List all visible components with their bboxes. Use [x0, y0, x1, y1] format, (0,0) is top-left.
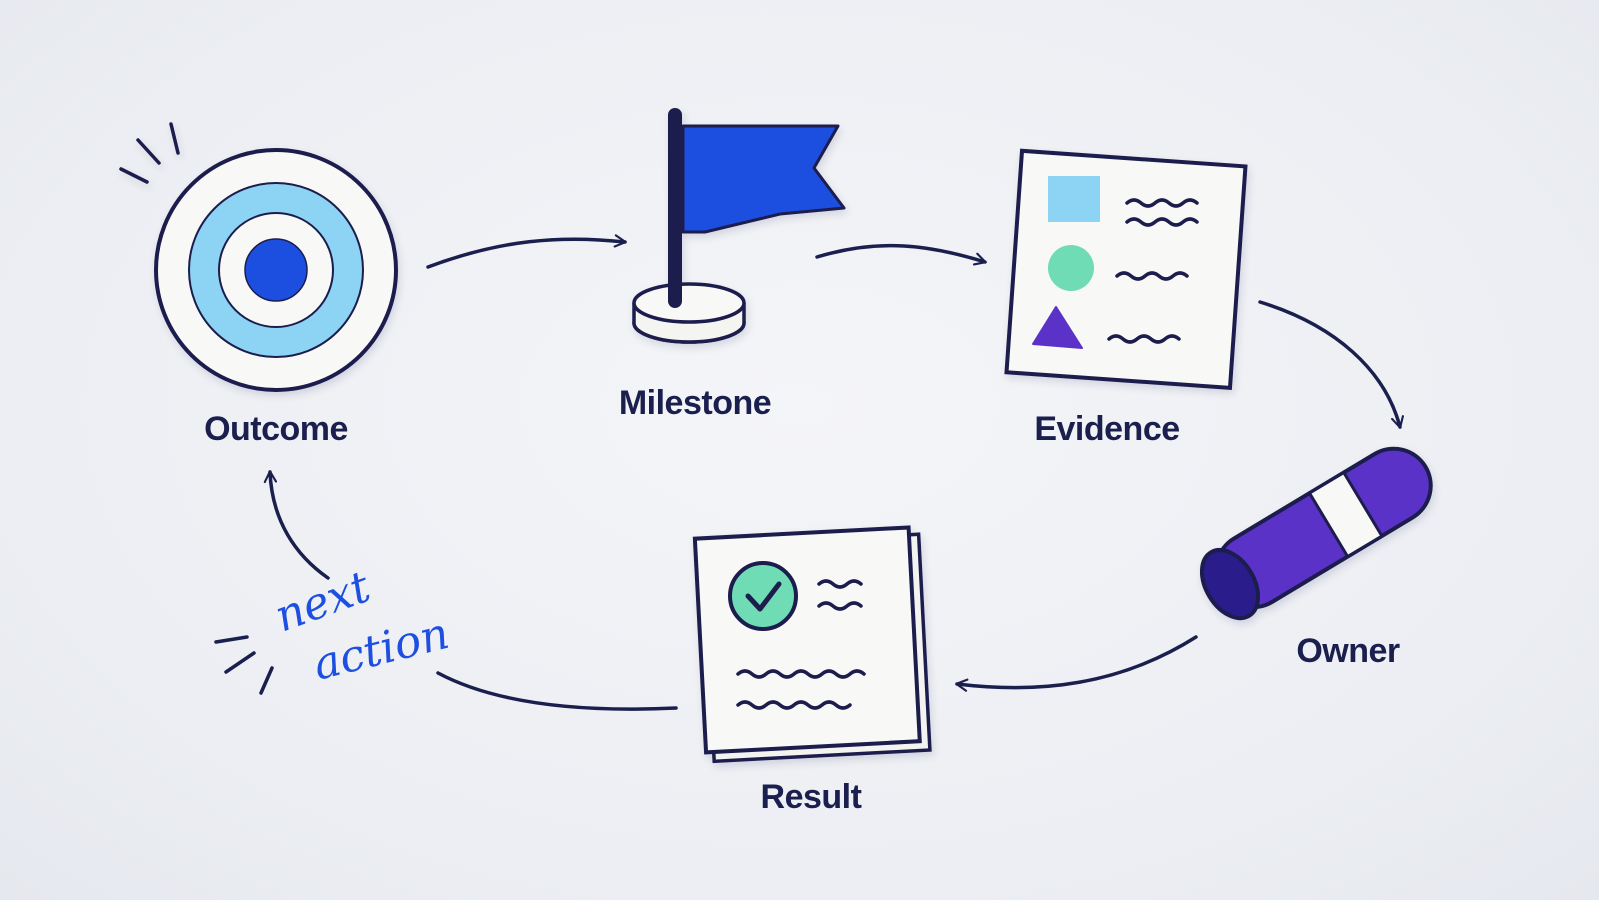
- arrow-milestone-to-evidence: [815, 243, 987, 266]
- arrow-result-to-outcome-upper: [263, 470, 330, 580]
- arrow-evidence-to-owner: [1258, 300, 1404, 429]
- annotation-burst-lines: [214, 635, 274, 695]
- target-burst-lines: [119, 122, 180, 184]
- checklist-document-icon: [692, 525, 932, 764]
- node-label-outcome: Outcome: [204, 410, 348, 448]
- node-label-owner: Owner: [1296, 632, 1400, 670]
- node-label-evidence: Evidence: [1034, 410, 1179, 448]
- target-icon: [119, 122, 398, 392]
- arrow-outcome-to-milestone: [426, 234, 627, 269]
- arrow-owner-to-result: [955, 635, 1198, 692]
- node-label-milestone: Milestone: [619, 384, 771, 422]
- arrow-result-to-outcome-lower: [436, 671, 678, 711]
- flag-icon: [632, 108, 846, 344]
- marker-icon: [1199, 446, 1433, 621]
- document-shapes-icon: [1004, 148, 1248, 391]
- node-label-result: Result: [761, 778, 862, 816]
- next-action-annotation: next action: [268, 561, 454, 691]
